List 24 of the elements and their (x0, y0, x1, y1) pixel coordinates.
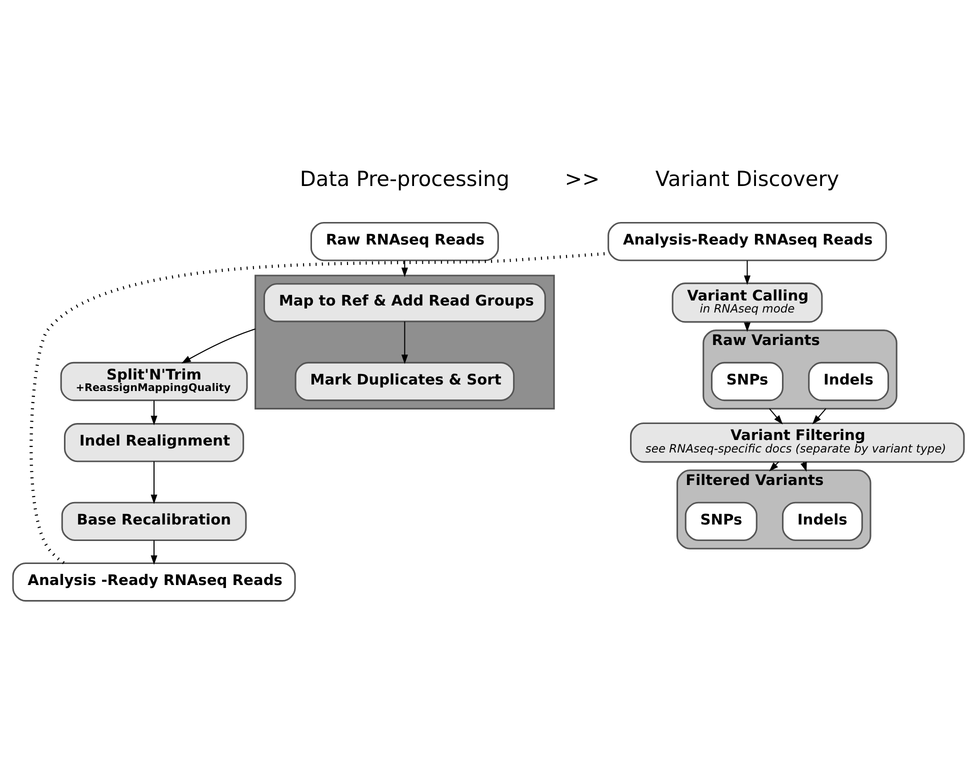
arrow (150, 460, 158, 504)
node-box: SNPs (710, 361, 784, 401)
arrow (769, 408, 783, 424)
label: Data Pre-processing (300, 166, 510, 191)
node-box: Map to Ref & Add Read Groups (263, 282, 546, 322)
arrow (744, 260, 751, 284)
node-box: Mark Duplicates & Sort (294, 361, 515, 401)
node-box: Split'N'Trim +ReassignMappingQuality (60, 361, 248, 401)
node-box: Indels (808, 361, 890, 401)
arrow (150, 400, 158, 425)
arrow (150, 540, 158, 564)
cluster (254, 274, 555, 409)
label: >> (564, 166, 600, 191)
node-box: Base Recalibration (61, 501, 247, 541)
arrow (812, 408, 826, 424)
arrow (181, 328, 256, 363)
label: Variant Discovery (655, 166, 840, 191)
arrow (401, 321, 408, 364)
node-box: Analysis-Ready RNAseq Reads (608, 221, 887, 261)
node-box: Indels (782, 501, 863, 541)
node-box: Raw RNAseq Reads (310, 221, 499, 261)
node-box: SNPs (684, 501, 758, 541)
node-box: Indel Realignment (64, 422, 244, 462)
node-box: Analysis -Ready RNAseq Reads (12, 562, 296, 602)
